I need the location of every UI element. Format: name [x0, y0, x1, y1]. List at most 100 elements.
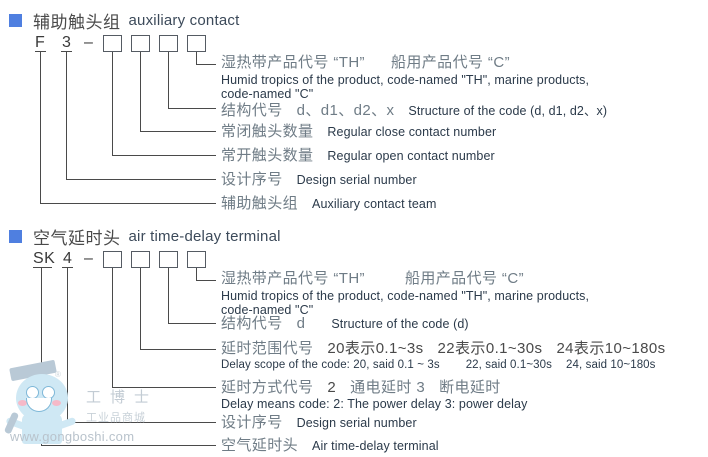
- entry-2-1-cn: 湿热带产品代号 “TH”: [221, 270, 365, 287]
- entry-2-1-en-1: Humid tropics of the product, code-named…: [221, 289, 590, 303]
- leader-elbow-serial: [67, 422, 216, 424]
- leader-elbow-2: [140, 131, 216, 133]
- entry-1-3: 常闭触头数量 Regular close contact number: [221, 123, 496, 141]
- code-box-3: [159, 35, 178, 52]
- leader-stem-family: [41, 268, 43, 446]
- entry-2-3-value-2: 22表示0.1~30s: [437, 340, 543, 357]
- entry-1-3-en: Regular close contact number: [327, 125, 497, 139]
- code-box-2: [131, 251, 150, 268]
- entry-1-1-en-1: Humid tropics of the product, code-named…: [221, 73, 590, 87]
- mascot-smile-icon: [26, 398, 52, 412]
- entry-1-1-en-2: code-named "C": [221, 87, 314, 101]
- entry-2-5-cn: 设计序号: [221, 414, 283, 431]
- leader-stem-serial: [66, 52, 68, 180]
- mascot-arm-right-icon: [55, 416, 77, 431]
- entry-1-2: 结构代号 d、d1、d2、x Structure of the code (d, d…: [221, 100, 607, 120]
- entry-1-6: 辅助触头组 Auxiliary contact team: [221, 195, 437, 213]
- section-2-header: 空气延时头 air time-delay terminal: [9, 224, 281, 249]
- underscore-code-1: [35, 51, 46, 53]
- mascot-eye-right-icon: [42, 386, 55, 399]
- square-bullet-icon: [9, 230, 22, 243]
- section-2-title-en: air time-delay terminal: [128, 228, 281, 245]
- entry-2-3-cn: 延时范围代号: [221, 340, 314, 357]
- entry-2-2-en: Structure of the code (d): [331, 317, 469, 331]
- entry-1-2-cn: 结构代号: [221, 102, 283, 119]
- entry-1-5: 设计序号 Design serial number: [221, 171, 417, 189]
- entry-1-2-value: d、d1、d2、x: [296, 102, 395, 119]
- entry-1-1-cn2: 船用产品代号 “C”: [390, 54, 510, 71]
- leader-stem-4: [196, 268, 198, 281]
- leader-stem-3: [168, 268, 170, 324]
- leader-stem-serial: [67, 268, 69, 423]
- entry-1-2-en: Structure of the code (d, d1, d2、x): [408, 104, 608, 118]
- code-dash: –: [84, 250, 94, 267]
- entry-2-6: 空气延时头 Air time-delay terminal: [221, 437, 439, 455]
- underscore-code-1: [33, 267, 52, 269]
- square-bullet-icon: [9, 14, 22, 27]
- leader-elbow-1: [112, 155, 216, 157]
- leader-stem-3: [168, 52, 170, 109]
- mascot-arm-left-icon: [5, 416, 27, 431]
- code-box-3: [159, 251, 178, 268]
- entry-2-3-value-3: 24表示10~180s: [556, 340, 666, 357]
- entry-2-4-value-2: 通电延时 3: [350, 379, 426, 396]
- graduation-cap-icon: [9, 359, 57, 382]
- leader-stem-1: [112, 52, 114, 156]
- entry-2-4: 延时方式代号 2 通电延时 3 断电延时 Delay means code: 2: T…: [221, 379, 527, 411]
- leader-stem-family: [40, 52, 42, 204]
- leader-elbow-4: [196, 64, 216, 66]
- mascot-cheek-left-icon: [18, 400, 27, 406]
- code-part-2: 4: [63, 250, 73, 267]
- entry-2-2-value: d: [296, 315, 306, 332]
- registered-mark: ®: [55, 370, 61, 379]
- leader-stem-1: [112, 268, 114, 388]
- entry-1-3-cn: 常闭触头数量: [221, 123, 314, 140]
- entry-1-1: 湿热带产品代号 “TH”船用产品代号 “C” Humid tropics of …: [221, 54, 589, 101]
- entry-1-6-en: Auxiliary contact team: [312, 197, 437, 211]
- entry-2-2: 结构代号 d Structure of the code (d): [221, 315, 469, 333]
- leader-stem-2: [140, 268, 142, 350]
- entry-2-4-value-1: 2: [327, 379, 337, 396]
- leader-elbow-family: [41, 445, 216, 447]
- entry-1-5-cn: 设计序号: [221, 171, 283, 188]
- entry-2-4-value-3: 断电延时: [439, 379, 501, 396]
- entry-2-3-en-1: Delay scope of the code: 20, said 0.1 ~ …: [221, 359, 440, 371]
- entry-2-3-value-1: 20表示0.1~3s: [327, 340, 424, 357]
- code-box-2: [131, 35, 150, 52]
- leader-elbow-3: [168, 323, 216, 325]
- leader-stem-2: [140, 52, 142, 132]
- section-1-header: 辅助触头组 auxiliary contact: [9, 8, 239, 33]
- code-box-1: [103, 251, 122, 268]
- entry-2-2-cn: 结构代号: [221, 315, 283, 332]
- entry-2-3-en-3: 24, said 10~180s: [566, 359, 656, 371]
- underscore-code-2: [61, 51, 72, 53]
- entry-2-1: 湿热带产品代号 “TH”船用产品代号 “C” Humid tropics of …: [221, 270, 589, 317]
- leader-elbow-3: [168, 108, 216, 110]
- leader-elbow-family: [40, 203, 216, 205]
- leader-elbow-1: [112, 387, 216, 389]
- entry-2-3-en-2: 22, said 0.1~30s: [465, 359, 553, 371]
- entry-1-5-en: Design serial number: [296, 173, 417, 187]
- watermark-url: www.gongboshi.com: [10, 429, 135, 444]
- section-1-title-en: auxiliary contact: [128, 12, 240, 29]
- entry-2-6-cn: 空气延时头: [221, 437, 299, 454]
- leader-stem-4: [196, 52, 198, 65]
- code-dash: –: [84, 34, 94, 51]
- code-part-1: SK: [33, 250, 56, 267]
- code-part-1: F: [35, 34, 46, 51]
- entry-2-4-cn: 延时方式代号: [221, 379, 314, 396]
- section-2-title-cn: 空气延时头: [33, 229, 121, 248]
- watermark-brand: 工博士: [86, 390, 159, 406]
- entry-2-4-en: Delay means code: 2: The power delay 3: …: [221, 397, 528, 411]
- entry-1-4-cn: 常开触头数量: [221, 147, 314, 164]
- leader-elbow-serial: [66, 179, 216, 181]
- wrench-icon: [3, 411, 20, 435]
- mascot-eye-left-icon: [26, 386, 39, 399]
- entry-1-6-cn: 辅助触头组: [221, 195, 299, 212]
- entry-2-6-en: Air time-delay terminal: [312, 439, 439, 453]
- entry-2-1-en-2: code-named "C": [221, 303, 314, 317]
- leader-elbow-2: [140, 349, 216, 351]
- leader-elbow-4: [196, 280, 216, 282]
